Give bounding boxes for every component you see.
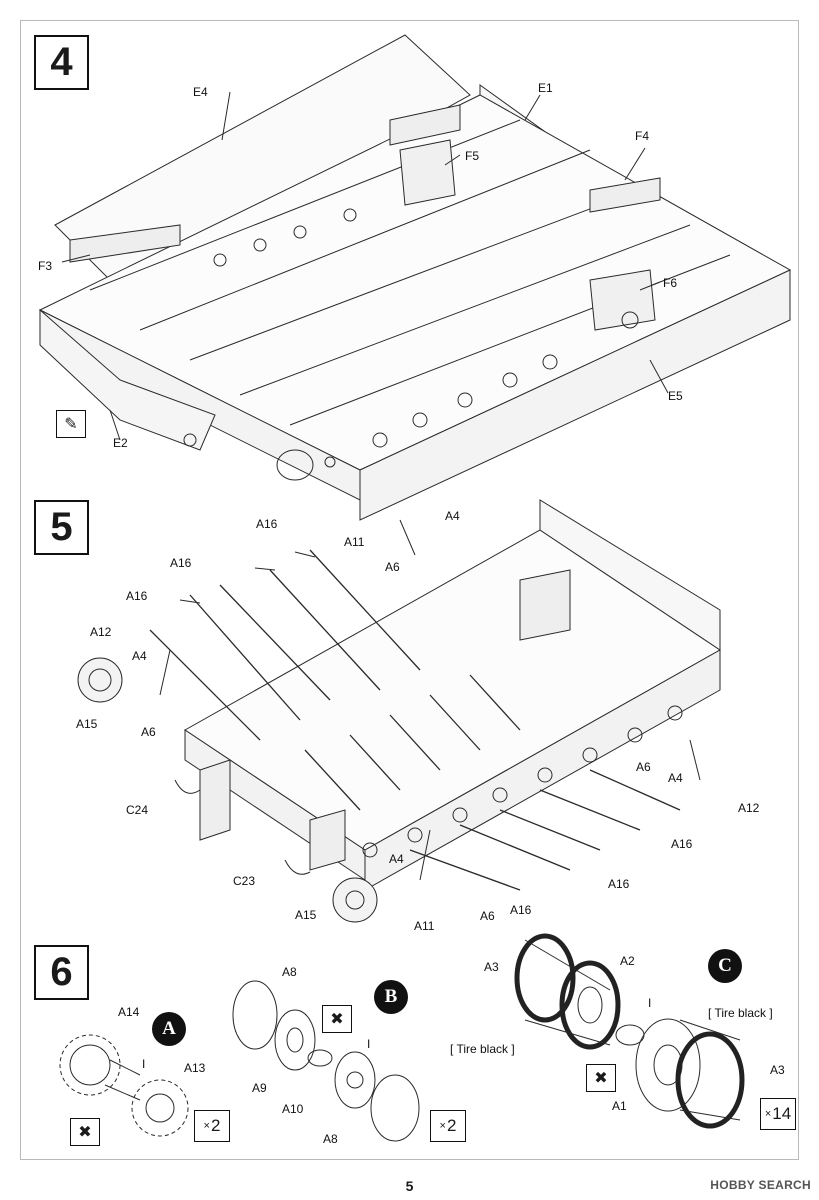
part-label: A16 — [608, 877, 630, 891]
part-label: A14 — [118, 1005, 140, 1019]
watermark: HOBBY SEARCH — [710, 1178, 811, 1192]
quantity-multiplier-b: ×2 — [430, 1110, 466, 1142]
part-label: F5 — [465, 149, 480, 163]
part-label: A4 — [668, 771, 683, 785]
part-label: A11 — [414, 919, 435, 933]
page-frame — [20, 20, 799, 1160]
step-number-4: 4 — [34, 35, 89, 90]
multiplier-value: 14 — [772, 1104, 792, 1123]
part-label: A12 — [90, 625, 112, 639]
part-label: C24 — [126, 803, 149, 817]
part-label: E4 — [193, 85, 208, 99]
part-label: A15 — [295, 908, 317, 922]
step5-suspension-drawing — [77, 499, 721, 923]
part-label: I — [142, 1057, 146, 1071]
quantity-multiplier-c: ×14 — [760, 1098, 796, 1130]
part-label: A16 — [671, 837, 693, 851]
step4-hull-floor-drawing — [38, 34, 792, 521]
glue-icon: ✎ — [56, 410, 86, 438]
part-label: A6 — [480, 909, 495, 923]
part-label: A16 — [170, 556, 192, 570]
part-label: A6 — [636, 760, 651, 774]
subassembly-badge-a: A — [152, 1012, 186, 1046]
part-label: F4 — [635, 129, 650, 143]
part-label: A4 — [132, 649, 147, 663]
subassembly-badge-c: C — [708, 949, 742, 983]
part-label: A16 — [126, 589, 148, 603]
step-number-6: 6 — [34, 945, 89, 1000]
part-label: A8 — [282, 965, 297, 979]
part-label: A10 — [282, 1102, 304, 1116]
cement-icon: ✖ — [322, 1005, 352, 1033]
multiplier-value: 2 — [446, 1116, 457, 1135]
subassembly-badge-b: B — [374, 980, 408, 1014]
tire-color-note: [ Tire black ] — [708, 1006, 773, 1020]
part-label: A3 — [484, 960, 499, 974]
cement-icon: ✖ — [586, 1064, 616, 1092]
multiplier-prefix: × — [203, 1120, 210, 1132]
part-label: A3 — [770, 1063, 785, 1077]
part-label: I — [648, 996, 652, 1010]
part-label: A1 — [612, 1099, 627, 1113]
part-label: A11 — [344, 535, 365, 549]
part-label: A13 — [184, 1061, 206, 1075]
part-label: I — [367, 1037, 371, 1051]
part-label: A2 — [620, 954, 635, 968]
multiplier-prefix: × — [439, 1120, 446, 1132]
part-label: E1 — [538, 81, 553, 95]
part-label: A4 — [445, 509, 460, 523]
page-number: 5 — [405, 1178, 414, 1194]
part-label: E5 — [668, 389, 683, 403]
tire-color-note: [ Tire black ] — [450, 1042, 515, 1056]
multiplier-prefix: × — [764, 1108, 772, 1120]
part-label: A16 — [510, 903, 532, 917]
quantity-multiplier-a: ×2 — [194, 1110, 230, 1142]
part-label: A4 — [389, 852, 404, 866]
step6-wheels-drawing — [59, 933, 745, 1142]
part-label: A8 — [323, 1132, 338, 1146]
part-label: A6 — [141, 725, 156, 739]
part-label: A16 — [256, 517, 278, 531]
part-label: F3 — [38, 259, 53, 273]
part-label: A9 — [252, 1081, 267, 1095]
cement-icon: ✖ — [70, 1118, 100, 1146]
part-label: A6 — [385, 560, 400, 574]
part-label: F6 — [663, 276, 678, 290]
part-label: E2 — [113, 436, 128, 450]
part-label: C23 — [233, 874, 256, 888]
multiplier-value: 2 — [210, 1116, 221, 1135]
part-label: A15 — [76, 717, 98, 731]
step-number-5: 5 — [34, 500, 89, 555]
part-label: A12 — [738, 801, 760, 815]
